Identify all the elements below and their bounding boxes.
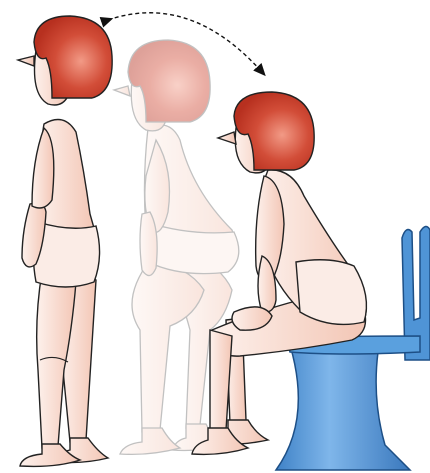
- leg-front: [210, 330, 232, 432]
- upper-arm: [32, 128, 54, 208]
- nose: [218, 132, 236, 144]
- forearm: [140, 212, 157, 276]
- nose: [114, 86, 130, 96]
- toilet-bowl: [276, 345, 410, 470]
- nose: [18, 56, 34, 66]
- figure-standing: [18, 16, 112, 466]
- underwear: [296, 260, 366, 325]
- foot-front: [120, 428, 180, 454]
